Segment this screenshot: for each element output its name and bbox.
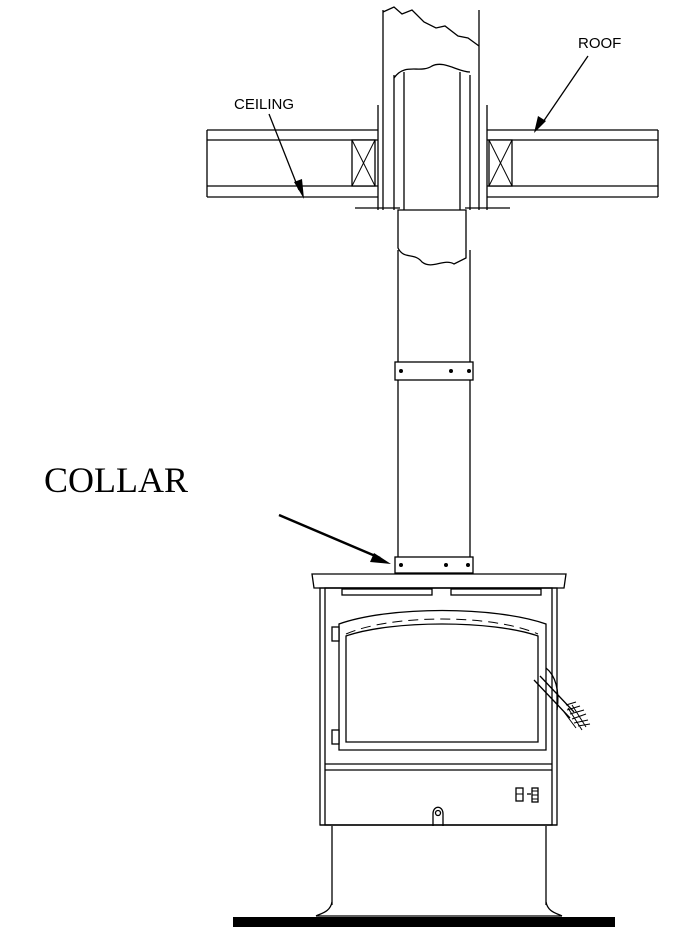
stove-pipe <box>394 250 474 574</box>
chimney-support-trim <box>355 105 510 210</box>
chimney <box>382 6 480 266</box>
collar-callout: COLLAR <box>44 460 391 564</box>
door-handle <box>533 675 591 731</box>
collar-label: COLLAR <box>44 460 188 500</box>
air-control <box>515 787 539 803</box>
ceiling-label: CEILING <box>234 96 294 113</box>
ceiling-arrowhead <box>294 179 304 199</box>
floor <box>233 917 615 927</box>
stove-pedestal <box>315 826 563 917</box>
roof-callout: ROOF <box>534 35 621 133</box>
wood-stove <box>311 573 591 826</box>
roof-arrowhead <box>534 116 546 133</box>
collar <box>394 556 474 574</box>
ceiling-callout: CEILING <box>234 96 304 199</box>
right-joist <box>487 129 659 198</box>
left-joist <box>206 129 378 198</box>
pipe-joint-band <box>394 361 474 381</box>
roof-label: ROOF <box>578 35 621 52</box>
ceiling-roof-structure <box>206 105 659 210</box>
collar-arrowhead <box>370 553 391 564</box>
